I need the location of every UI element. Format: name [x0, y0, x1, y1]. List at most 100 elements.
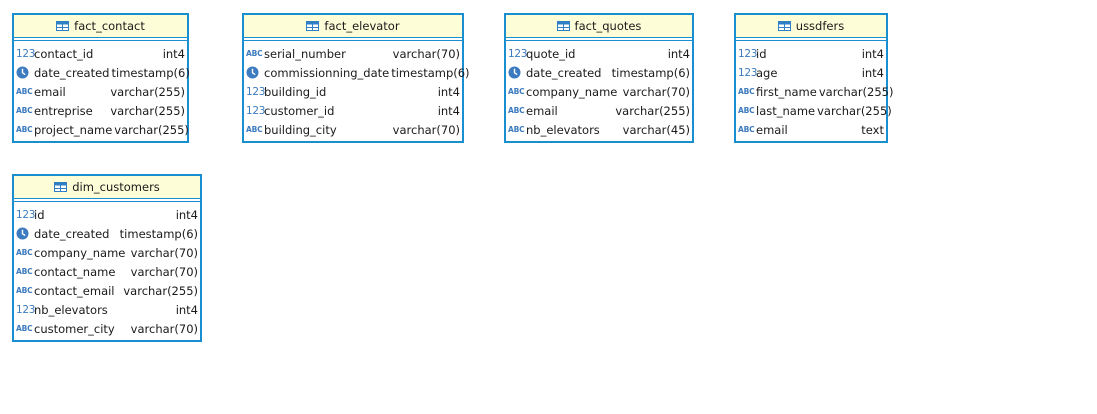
text-type-label: ABC: [738, 125, 755, 134]
column-type: varchar(70): [130, 245, 198, 260]
column-type: varchar(70): [130, 264, 198, 279]
text-type-icon: ABC: [246, 49, 264, 58]
entity-title: ussdfers: [795, 19, 845, 33]
column-name: contact_id: [34, 46, 94, 61]
column-type: varchar(255): [114, 122, 189, 137]
column-name: first_name: [756, 84, 817, 99]
text-type-icon: ABC: [738, 125, 756, 134]
entity-header[interactable]: ussdfers: [736, 15, 886, 38]
column-type: varchar(70): [392, 46, 460, 61]
column-name: age: [756, 65, 778, 80]
column-type: varchar(255): [615, 103, 690, 118]
column-name: date_created: [34, 226, 110, 241]
column-row[interactable]: date_created timestamp(6): [14, 224, 200, 243]
table-icon: [54, 182, 68, 192]
column-name: building_city: [264, 122, 337, 137]
entity-title: fact_quotes: [574, 19, 642, 33]
numeric-type-icon: 123: [16, 47, 36, 60]
numeric-type-icon: 123: [508, 48, 527, 60]
header-separator: [244, 38, 462, 41]
column-type: int4: [437, 103, 460, 118]
numeric-type-icon: 123: [16, 209, 35, 221]
column-name: contact_name: [34, 264, 116, 279]
column-name: id: [756, 46, 767, 61]
column-name: email: [34, 84, 66, 99]
text-type-label: ABC: [246, 49, 263, 58]
text-type-label: ABC: [508, 106, 525, 115]
column-type: varchar(70): [130, 321, 198, 336]
clock-icon: [16, 227, 34, 240]
column-name: id: [34, 207, 45, 222]
entity-header[interactable]: fact_quotes: [506, 15, 692, 38]
column-name: customer_id: [264, 103, 335, 118]
text-type-icon: ABC: [16, 286, 34, 295]
column-type: varchar(255): [110, 84, 185, 99]
column-type: int4: [437, 84, 460, 99]
column-type: varchar(255): [817, 103, 892, 118]
text-type-label: ABC: [508, 87, 525, 96]
text-type-icon: ABC: [16, 87, 34, 96]
header-separator: [506, 38, 692, 41]
column-type: timestamp(6): [119, 226, 198, 241]
text-type-icon: ABC: [508, 106, 526, 115]
text-type-icon: ABC: [738, 87, 756, 96]
numeric-type-icon: 123: [16, 304, 35, 316]
entity-title: fact_elevator: [324, 19, 400, 33]
column-name: company_name: [34, 245, 126, 260]
numeric-type-label: 123: [16, 47, 36, 60]
entity-header[interactable]: fact_elevator: [244, 15, 462, 38]
text-type-label: ABC: [246, 125, 263, 134]
numeric-type-label: 123: [246, 104, 266, 117]
text-type-label: ABC: [16, 267, 33, 276]
header-separator: [14, 38, 187, 41]
column-name: nb_elevators: [34, 302, 108, 317]
numeric-type-label: 123: [738, 66, 758, 79]
column-type: varchar(70): [622, 84, 690, 99]
clock-icon: [16, 66, 34, 79]
column-type: varchar(70): [392, 122, 460, 137]
numeric-type-label: 123: [246, 85, 266, 98]
header-separator: [14, 199, 200, 202]
column-type: int4: [667, 46, 690, 61]
column-name: nb_elevators: [526, 122, 600, 137]
text-type-label: ABC: [16, 125, 33, 134]
entity-header[interactable]: fact_contact: [14, 15, 187, 38]
entity-header[interactable]: dim_customers: [14, 176, 200, 199]
column-name: quote_id: [526, 46, 576, 61]
column-name: entreprise: [34, 103, 93, 118]
table-icon: [777, 21, 791, 31]
